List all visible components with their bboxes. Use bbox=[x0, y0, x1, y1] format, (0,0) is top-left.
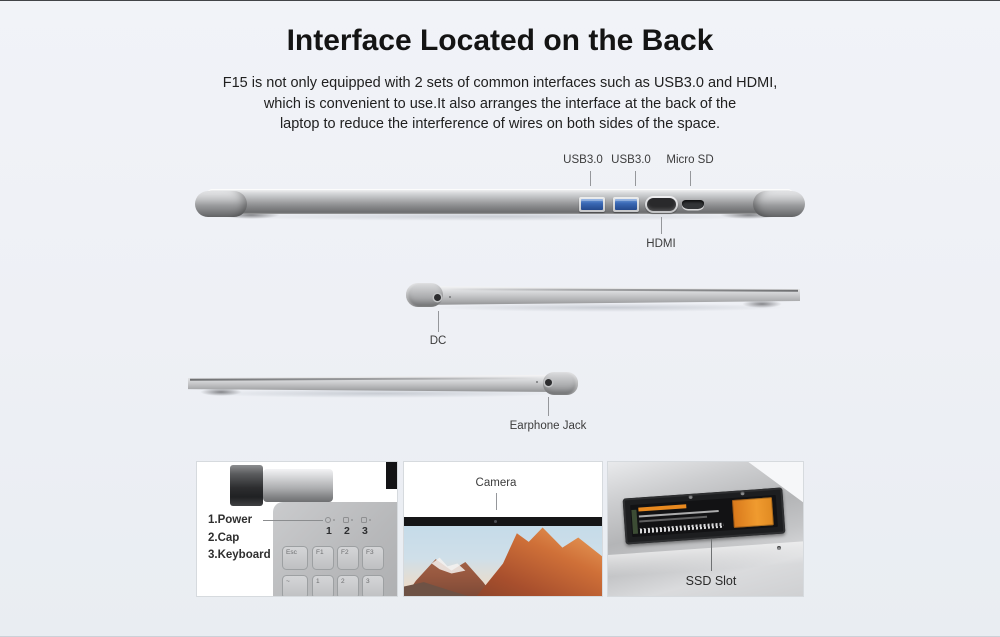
usb3-port-1 bbox=[579, 197, 605, 212]
screen-bezel bbox=[404, 517, 602, 526]
right-hinge-cap bbox=[753, 191, 805, 217]
legend-cap: 2.Cap bbox=[208, 531, 240, 544]
screw bbox=[688, 494, 693, 500]
screw bbox=[740, 491, 745, 496]
hdmi-leader-line bbox=[661, 217, 662, 234]
description-line: laptop to reduce the interference of wir… bbox=[279, 116, 721, 132]
dc-leader-line bbox=[438, 311, 439, 332]
dc-label: DC bbox=[429, 335, 447, 347]
hinge-dark-cylinder bbox=[230, 465, 263, 506]
ssd-orange-sticker bbox=[731, 497, 774, 528]
capslock-led bbox=[351, 519, 353, 521]
hdmi-label: HDMI bbox=[646, 238, 676, 250]
key-1: 1 bbox=[312, 575, 334, 596]
webcam-dot bbox=[494, 520, 497, 523]
hinge-light-cylinder bbox=[263, 469, 333, 502]
right-view-hinge-cap bbox=[543, 372, 578, 395]
description-line: which is convenient to use.It also arran… bbox=[263, 95, 737, 112]
hdmi-port bbox=[645, 196, 678, 213]
keyboard-lock-indicator bbox=[361, 517, 371, 523]
ssd-drive bbox=[630, 494, 778, 538]
ssd-orange-strip bbox=[638, 504, 687, 512]
indicator-number-2: 2 bbox=[344, 525, 350, 537]
page-title: Interface Located on the Back bbox=[286, 24, 714, 57]
capslock-indicator-icon bbox=[343, 517, 349, 523]
screw-dot bbox=[536, 381, 538, 383]
usb1-leader-line bbox=[590, 171, 591, 186]
screw bbox=[777, 546, 781, 550]
key-f3: F3 bbox=[362, 546, 384, 570]
screen-edge bbox=[386, 462, 397, 489]
legend-keyboard: 3.Keyboard bbox=[208, 549, 271, 561]
dc-port bbox=[434, 294, 441, 301]
usb2-label: USB3.0 bbox=[611, 154, 651, 166]
description: F15 is not only equipped with 2 sets of … bbox=[0, 73, 1000, 135]
hdmi-pin bbox=[647, 198, 676, 211]
power-led bbox=[333, 519, 335, 521]
key-esc: Esc bbox=[282, 546, 308, 570]
legend-power: 1.Power bbox=[208, 514, 253, 526]
laptop-left-shadow bbox=[430, 303, 790, 312]
ssd-barcode bbox=[639, 522, 724, 534]
description-line: F15 is not only equipped with 2 sets of … bbox=[222, 75, 778, 91]
laptop-right-shadow bbox=[200, 389, 560, 398]
right-view-foot-shadow bbox=[200, 388, 242, 396]
top-border bbox=[0, 0, 1000, 1]
indicator-number-3: 3 bbox=[362, 525, 368, 537]
ssd-panel: SSD Slot bbox=[607, 461, 804, 597]
microsd-slot bbox=[682, 200, 704, 209]
ssd-leader-line bbox=[711, 539, 712, 571]
key-f2: F2 bbox=[337, 546, 359, 570]
key-2: 2 bbox=[337, 575, 359, 596]
earphone-jack-port bbox=[545, 379, 552, 386]
wallpaper-photo bbox=[404, 526, 602, 596]
power-indicator bbox=[325, 517, 335, 523]
key-f1: F1 bbox=[312, 546, 334, 570]
left-hinge-cap bbox=[195, 191, 247, 217]
camera-label: Camera bbox=[475, 477, 517, 489]
key-tilde: ~ bbox=[282, 575, 308, 596]
legend-leader-line bbox=[263, 520, 323, 521]
camera-leader-line bbox=[496, 493, 497, 510]
key-3: 3 bbox=[362, 575, 384, 596]
right-hinge-shadow bbox=[720, 211, 778, 219]
keyboard-lock-indicator-icon bbox=[361, 517, 367, 523]
indicator-number-1: 1 bbox=[326, 525, 332, 537]
usb2-leader-line bbox=[635, 171, 636, 186]
laptop-back-view-image bbox=[207, 189, 793, 214]
microsd-leader-line bbox=[690, 171, 691, 186]
indicator-legend: 1.Power 2.Cap 3.Keyboard bbox=[208, 512, 271, 565]
indicator-panel: 1.Power 2.Cap 3.Keyboard 1 2 3 Esc F1 F2… bbox=[196, 461, 398, 597]
keyboard-lock-led bbox=[369, 519, 371, 521]
camera-panel: Camera bbox=[403, 461, 603, 597]
left-hinge-shadow bbox=[222, 211, 280, 219]
power-indicator-icon bbox=[325, 517, 331, 523]
earphone-leader-line bbox=[548, 397, 549, 416]
earphone-label: Earphone Jack bbox=[509, 420, 587, 432]
laptop-left-view-image bbox=[418, 286, 800, 305]
usb3-port-2 bbox=[613, 197, 639, 212]
usb-pin bbox=[581, 199, 603, 210]
usb-pin bbox=[615, 199, 637, 210]
left-view-foot-shadow bbox=[742, 300, 782, 308]
laptop-back-shadow bbox=[215, 212, 785, 221]
screw-dot bbox=[449, 296, 451, 298]
microsd-label: Micro SD bbox=[666, 154, 714, 166]
pcb-edge bbox=[631, 509, 639, 534]
ssd-label: SSD Slot bbox=[685, 574, 737, 588]
capslock-indicator bbox=[343, 517, 353, 523]
usb1-label: USB3.0 bbox=[563, 154, 603, 166]
